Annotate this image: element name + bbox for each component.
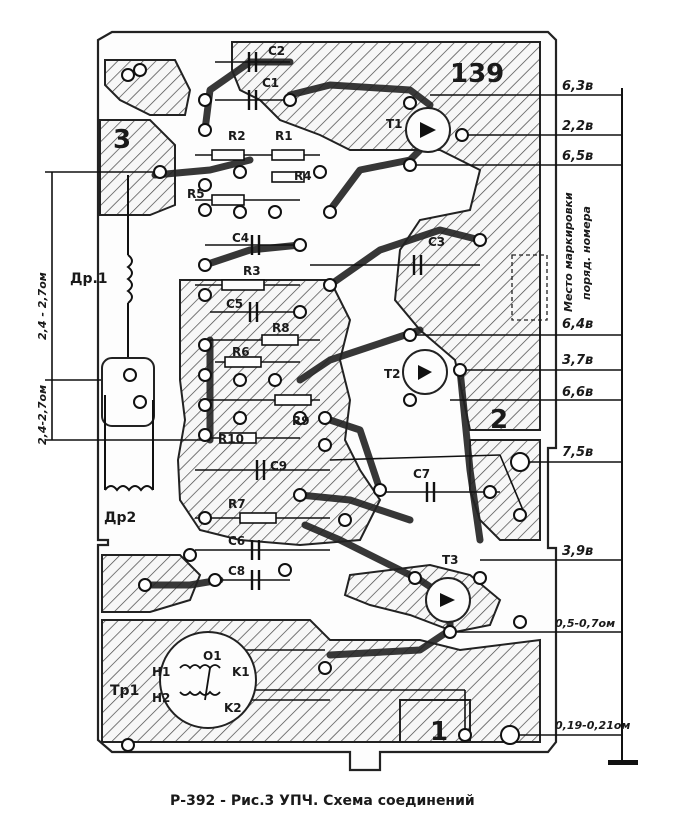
label-r4: R4: [294, 169, 312, 183]
transistor-t3: [425, 577, 471, 623]
label-pin-o1: O1: [203, 649, 222, 663]
choke-2-body: [101, 357, 155, 427]
label-c3: C3: [428, 235, 445, 249]
voltage-7-5: 7,5в: [562, 445, 593, 460]
label-transformer: Tp1: [110, 683, 139, 699]
voltage-2-2: 2,2в: [562, 119, 593, 134]
label-c7: C7: [413, 467, 430, 481]
label-c2: C2: [268, 44, 285, 58]
label-r8: R8: [272, 321, 290, 335]
label-c1: C1: [262, 76, 279, 90]
copper-top-left: [99, 119, 176, 216]
capacitor-symbols: [247, 52, 436, 590]
label-t3: T3: [442, 553, 459, 567]
corner-mark: [608, 760, 638, 765]
label-choke-2: Др2: [104, 510, 136, 526]
component-labels: C2 C1 C3 C4 C5 C9 C6 C7 C8 R2 R1 R4 R5 R…: [70, 44, 459, 715]
label-r2: R2: [228, 129, 246, 143]
label-pin-k1: K1: [232, 665, 250, 679]
voltage-3-9: 3,9в: [562, 544, 593, 559]
label-pin-k2: K2: [224, 701, 242, 715]
transformer-coils: [179, 664, 221, 701]
transistor-t2: [402, 349, 448, 395]
label-r6: R6: [232, 345, 250, 359]
resistance-0-5: 0,5-0,7ом: [555, 617, 615, 630]
label-choke-1: Др.1: [70, 271, 108, 287]
marking-area-box: [511, 254, 548, 321]
label-r3: R3: [243, 264, 261, 278]
label-r5: R5: [187, 187, 205, 201]
choke-1-resistance: 2,4 - 2,7ом: [36, 272, 49, 340]
label-t2: T2: [384, 367, 401, 381]
resistance-0-19: 0,19-0,21ом: [555, 719, 630, 732]
label-r1: R1: [275, 129, 293, 143]
traces: [141, 58, 484, 659]
transistor-t1: [405, 107, 451, 153]
label-r10: R10: [218, 432, 244, 446]
figure-caption: Р-392 - Рис.3 УПЧ. Схема соединений: [170, 793, 475, 809]
label-c5: C5: [226, 297, 243, 311]
voltage-6-3: 6,3в: [562, 79, 593, 94]
voltage-6-4: 6,4в: [562, 317, 593, 332]
label-pin-h1: H1: [152, 665, 170, 679]
corner-digit-1: 1: [430, 717, 448, 747]
voltage-labels: 6,3в 2,2в 6,5в 6,4в 3,7в 6,6в 7,5в 3,9в …: [555, 79, 630, 732]
corner-digit-2: 2: [490, 405, 508, 435]
voltage-6-6: 6,6в: [562, 385, 593, 400]
label-c8: C8: [228, 564, 245, 578]
board-number: 139: [450, 59, 504, 89]
voltage-3-7: 3,7в: [562, 353, 593, 368]
copper-middle: [176, 279, 382, 547]
marking-area-line-1: Место маркировки: [562, 192, 575, 312]
label-c9: C9: [270, 459, 287, 473]
pads: [121, 63, 530, 752]
choke-1-coil: [126, 175, 133, 365]
corner-digit-3: 3: [113, 125, 131, 155]
label-t1: T1: [386, 117, 403, 131]
label-r9: R9: [292, 414, 310, 428]
choke-2-resistance: 2,4-2,7ом: [36, 385, 49, 445]
label-r7: R7: [228, 497, 246, 511]
label-pin-h2: H2: [152, 691, 170, 705]
resistor-bodies: [211, 149, 312, 524]
label-c6: C6: [228, 534, 245, 548]
label-c4: C4: [232, 231, 249, 245]
marking-area-line-2: поряд. номера: [580, 206, 593, 300]
choke-2-coil: [104, 395, 154, 492]
voltage-6-5: 6,5в: [562, 149, 593, 164]
